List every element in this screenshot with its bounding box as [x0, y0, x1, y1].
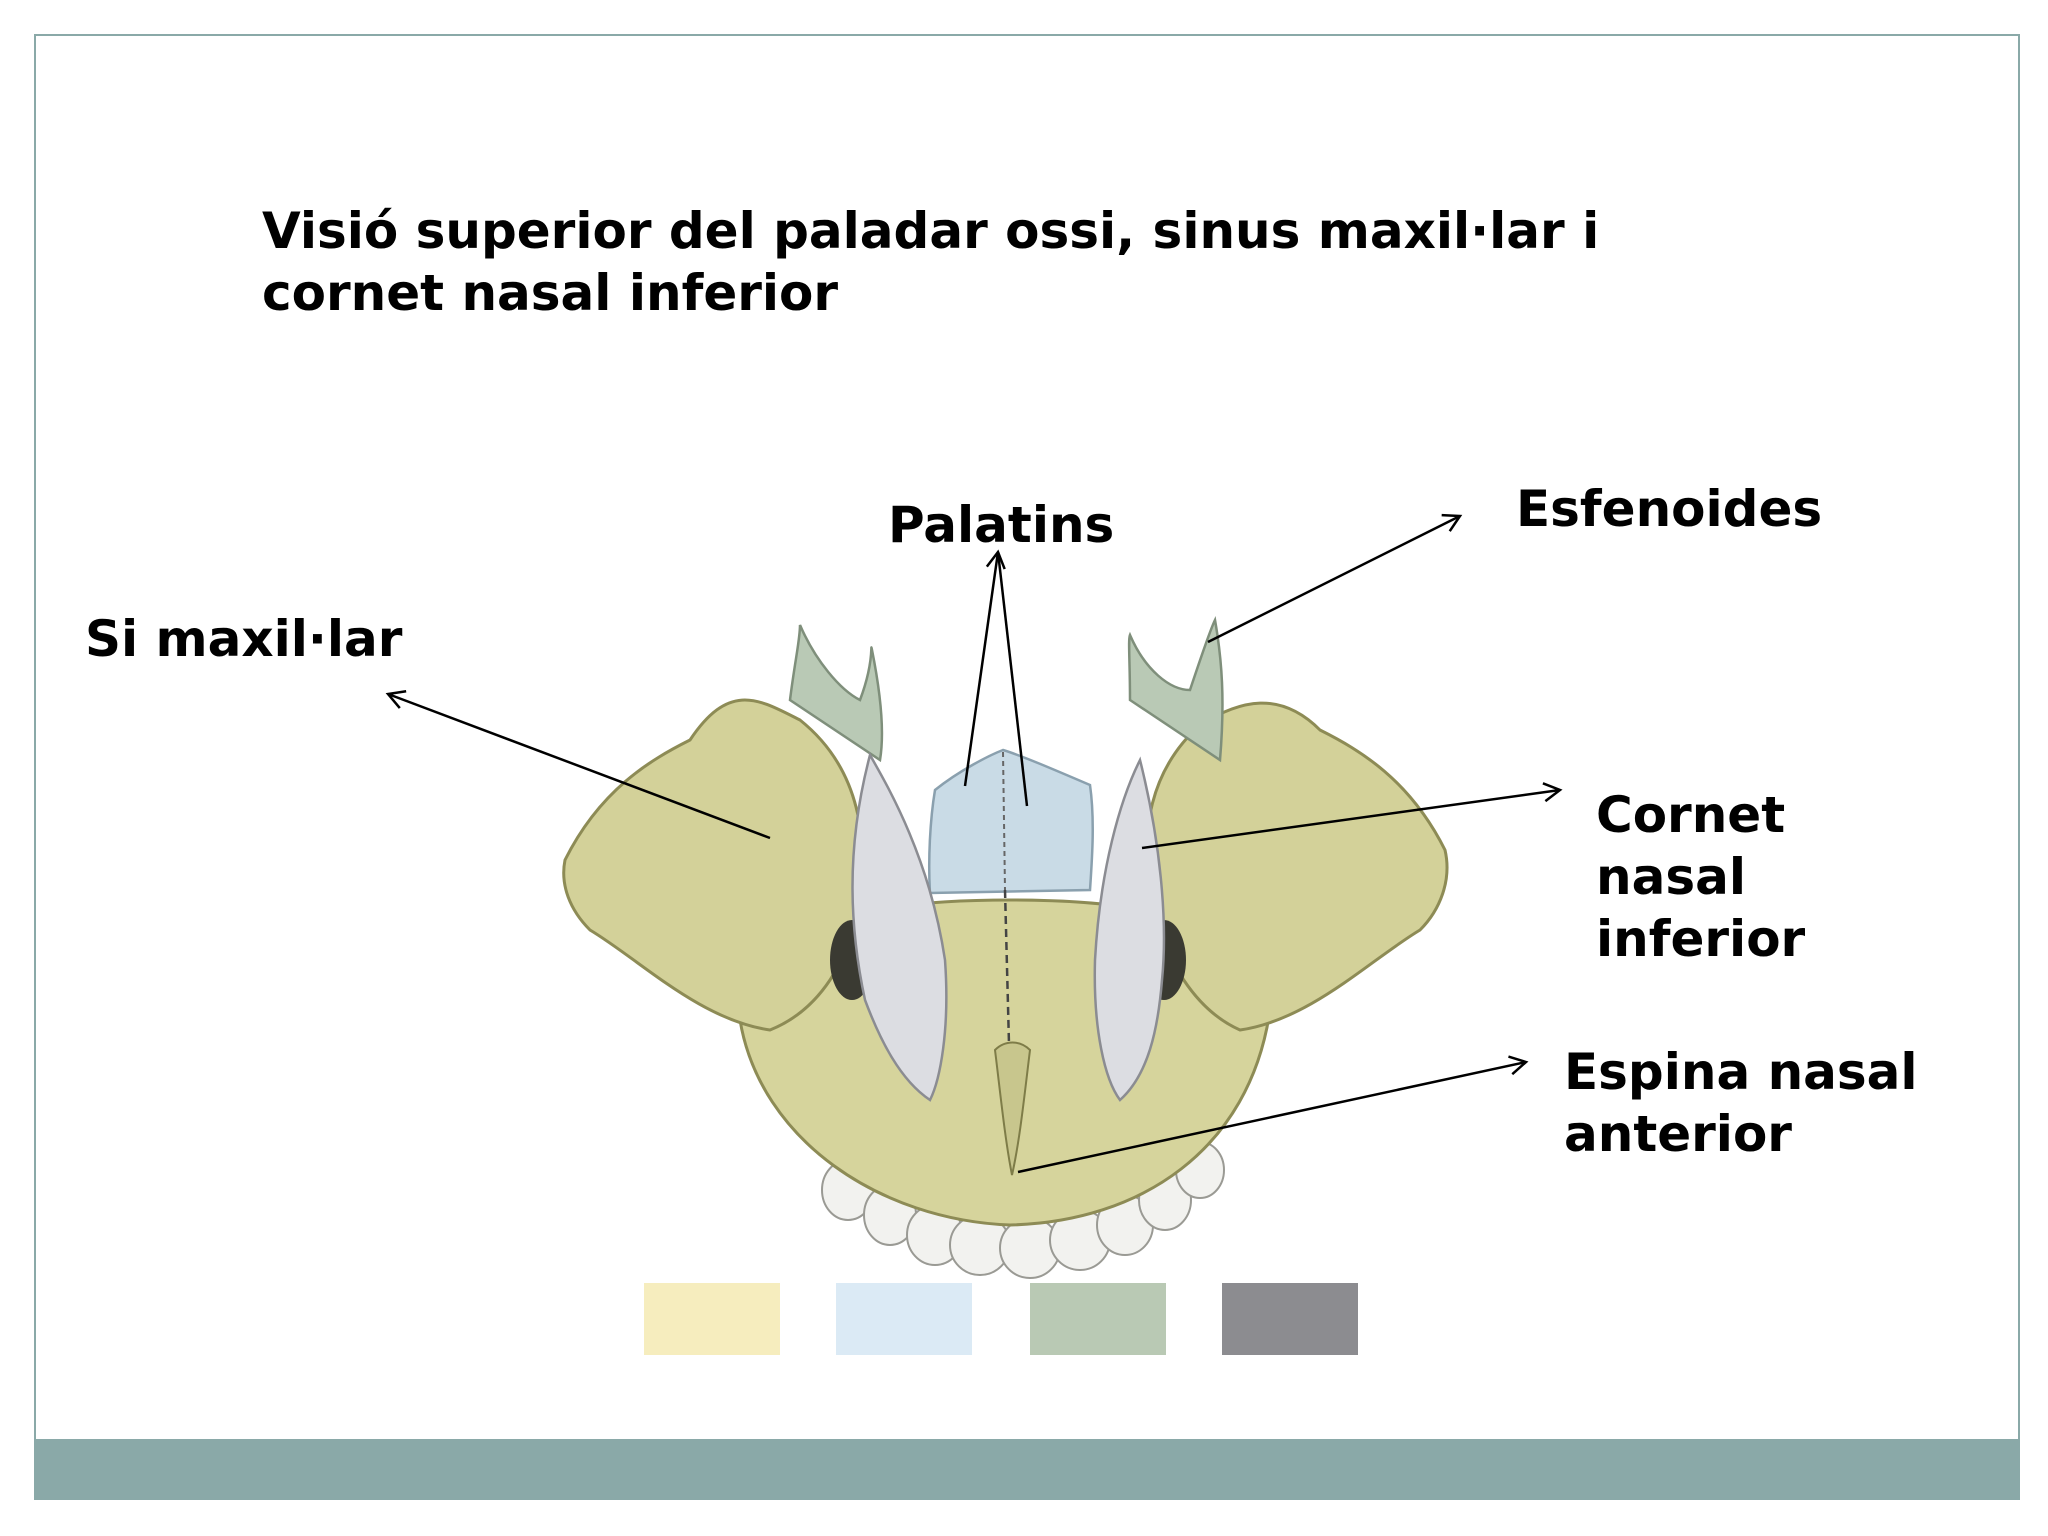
arrow-espina — [1017, 1055, 1529, 1174]
arrow-cornet — [1141, 782, 1563, 850]
arrow-esfenoides — [1207, 513, 1463, 644]
footer-band — [35, 1439, 2019, 1499]
arrow-si-maxillar — [385, 689, 771, 840]
right-sphenoid-process — [1127, 616, 1224, 763]
label-si-maxillar: Si maxil·lar — [85, 610, 403, 668]
left-maxillary-wing — [562, 698, 864, 1032]
swatch-yellow — [644, 1283, 780, 1355]
anterior-nasal-spine — [993, 1041, 1032, 1176]
right-nasal-concha — [1093, 756, 1166, 1102]
label-espina-nasal-anterior: Espina nasal anterior — [1564, 1041, 1964, 1165]
slide-title: Visió superior del paladar ossi, sinus m… — [262, 202, 1600, 322]
palatine-bones — [927, 748, 1094, 895]
label-palatins: Palatins — [888, 496, 1115, 554]
label-espina-line2: anterior — [1564, 1105, 1792, 1163]
right-maxillary-wing — [1145, 701, 1449, 1032]
label-cornet-line1: Cornet — [1596, 786, 1786, 844]
left-nasal-concha — [851, 751, 948, 1102]
swatch-blue — [836, 1283, 972, 1355]
swatch-gray — [1222, 1283, 1358, 1355]
label-cornet-nasal-inferior: Cornet nasal inferior — [1596, 784, 1996, 970]
label-espina-line1: Espina nasal — [1564, 1043, 1918, 1101]
arrow-palatins-right — [996, 551, 1029, 807]
label-cornet-line2: nasal — [1596, 848, 1746, 906]
label-esfenoides: Esfenoides — [1516, 480, 1823, 538]
arrow-palatins-left — [963, 549, 1006, 787]
left-sphenoid-process — [788, 624, 884, 763]
label-cornet-line3: inferior — [1596, 910, 1806, 968]
swatch-green — [1030, 1283, 1166, 1355]
